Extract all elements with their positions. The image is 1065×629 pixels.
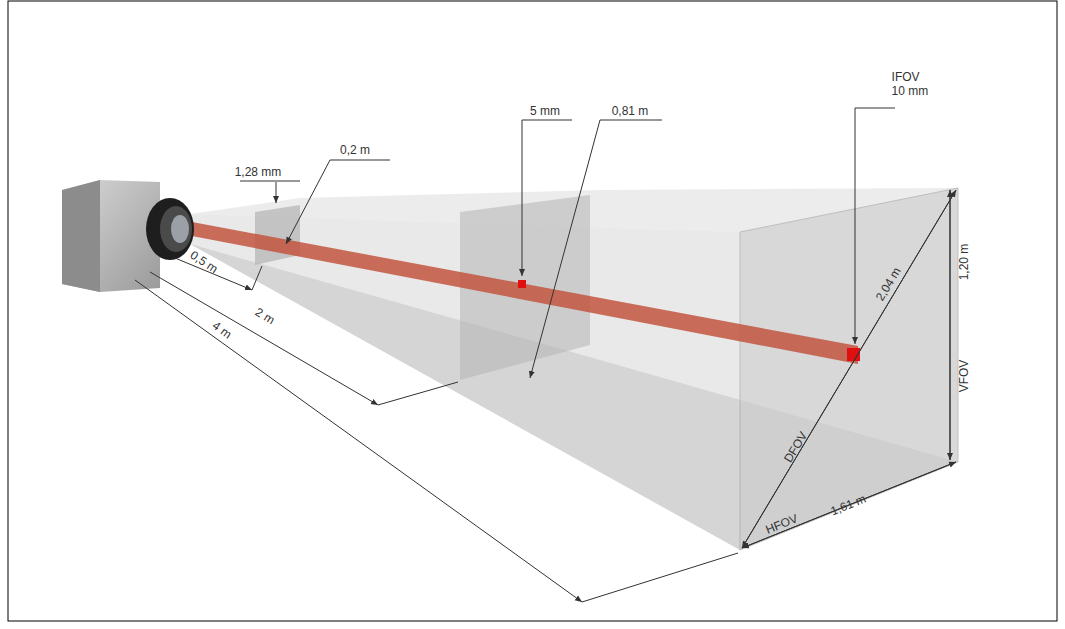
- dimension-label: 0,2 m: [340, 143, 370, 157]
- dimension-label: 2 m: [253, 305, 277, 327]
- spot-5mm: [518, 280, 526, 288]
- dimension-label: IFOV 10 mm: [892, 70, 933, 98]
- dimension-label: 1,28 mm: [235, 165, 282, 179]
- field-of-view: [190, 188, 958, 550]
- dimension-label: 5 mm: [530, 104, 560, 118]
- dimension-label: VFOV: [957, 360, 971, 393]
- dimension-label: 0,81 m: [612, 104, 649, 118]
- dimension-label: 4 m: [210, 318, 234, 341]
- dimension-label: 1,20 m: [957, 244, 971, 281]
- measuring-beam: [192, 222, 858, 364]
- frame: [8, 1, 1057, 621]
- dimension-lines: [135, 108, 956, 602]
- camera: [62, 180, 194, 292]
